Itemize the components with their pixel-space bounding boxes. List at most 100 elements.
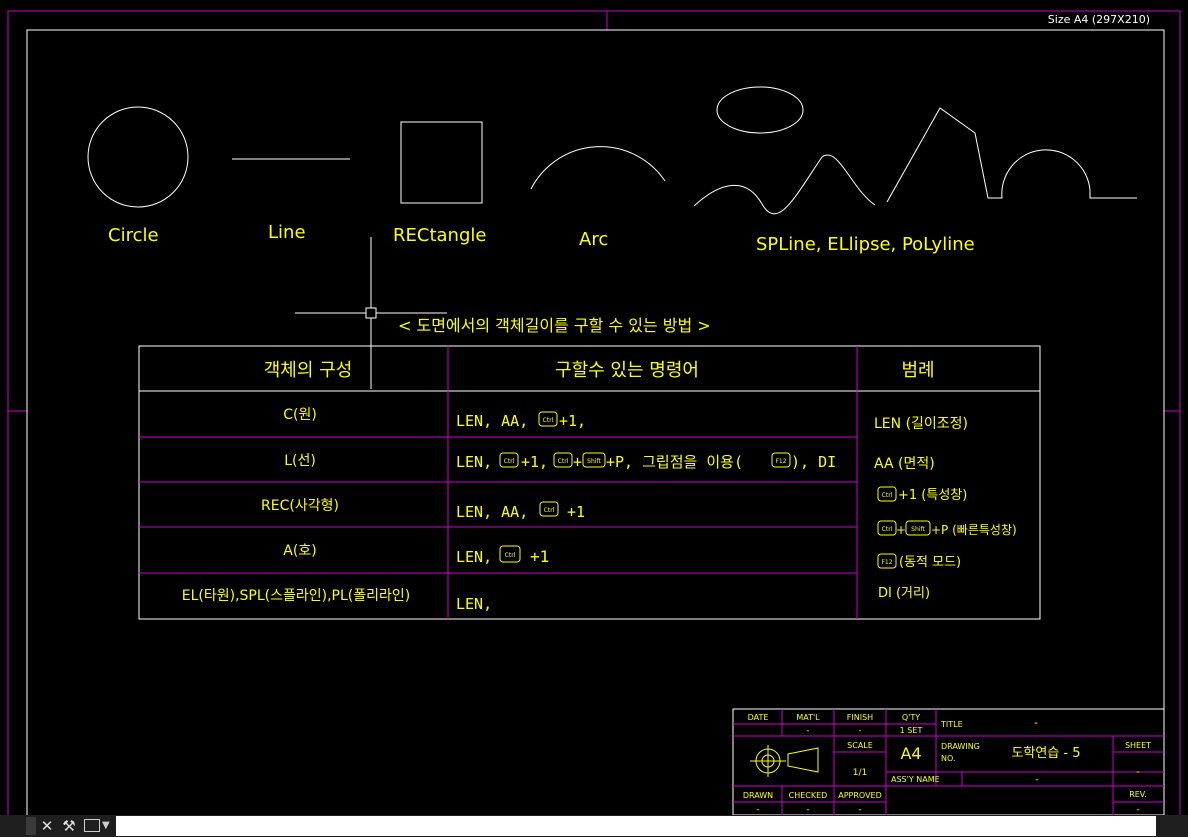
svg-text:Ctrl: Ctrl [505, 552, 516, 559]
header-legend: 범례 [901, 360, 934, 381]
legend-ctrlshiftp: +P (빠른특성창) [931, 523, 1017, 537]
close-icon[interactable]: ✕ [40, 817, 54, 835]
svg-text:Ctrl: Ctrl [882, 492, 893, 499]
row-object-1: C(원) [283, 407, 317, 423]
tb-assy-label: ASS'Y NAME [891, 775, 940, 784]
row3-commands-b: +1 [567, 503, 585, 521]
spline-ellipse-polyline-label: SPLine, ELlipse, PoLyline [756, 234, 975, 255]
spline-shape[interactable] [693, 154, 876, 215]
row3-commands-a: LEN, AA, [456, 503, 528, 521]
f12-key-icon: F12 [877, 553, 897, 569]
tb-scale-value: 1/1 [853, 768, 867, 778]
svg-text:F12: F12 [775, 458, 786, 465]
tb-checked-label: CHECKED [789, 791, 828, 800]
shift-key-icon: Shift [905, 520, 931, 536]
legend-plus: + [896, 523, 906, 537]
row4-commands-b: +1 [530, 547, 549, 566]
row2-commands-b: +1, [521, 453, 548, 471]
tb-assy-value: - [1035, 775, 1038, 785]
tb-size-value: A4 [900, 744, 921, 763]
f12-key-icon: F12 [771, 452, 791, 468]
shift-key-icon: Shift [582, 452, 606, 468]
svg-text:Shift: Shift [911, 526, 925, 533]
polyline-shape[interactable] [886, 107, 1137, 203]
tb-finish-label: FINISH [847, 713, 873, 722]
tb-qty-value: 1 SET [900, 726, 923, 735]
title-block [732, 708, 1165, 816]
arc-label: Arc [579, 229, 608, 250]
circle-shape[interactable] [87, 106, 189, 208]
tb-approved-value: - [858, 805, 861, 815]
ellipse-shape[interactable] [716, 86, 804, 134]
tb-finish-value: - [859, 726, 862, 735]
circle-label: Circle [108, 225, 159, 246]
method-table [138, 345, 1041, 620]
row2-commands-a: LEN, [456, 453, 492, 471]
chevron-down-icon[interactable]: ▼ [102, 820, 110, 831]
tb-title-label: TITLE [940, 720, 963, 729]
tb-sheet-label: SHEET [1125, 741, 1151, 750]
row4-commands-a: LEN, [456, 548, 492, 566]
ctrl-key-icon: Ctrl [877, 520, 897, 536]
tb-drawn-value: - [756, 805, 759, 815]
ctrl-key-icon: Ctrl [539, 501, 559, 517]
tb-matl-value: - [807, 726, 810, 735]
ctrl-key-icon: Ctrl [499, 545, 521, 563]
command-line-end [1158, 815, 1188, 837]
ctrl-key-icon: Ctrl [553, 452, 573, 468]
arc-shape[interactable] [530, 146, 666, 190]
drawing-frame [26, 29, 1165, 831]
sheet-border [7, 10, 1181, 837]
row1-commands-b: +1, [559, 412, 586, 430]
tb-sheet-value: - [1136, 765, 1140, 778]
tb-drawn-label: DRAWN [743, 791, 773, 800]
paper-size-label: Size A4 (297X210) [1048, 13, 1150, 26]
table-title: < 도면에서의 객체길이를 구할 수 있는 방법 > [398, 316, 711, 335]
header-object: 객체의 구성 [264, 360, 353, 381]
row-object-4: A(호) [283, 543, 316, 559]
svg-text:Ctrl: Ctrl [544, 507, 555, 514]
legend-ctrl1: +1 (특성창) [898, 488, 967, 503]
ctrl-key-icon: Ctrl [499, 452, 519, 468]
tb-approved-label: APPROVED [838, 791, 882, 800]
tb-rev-value: - [1136, 805, 1139, 815]
crosshair-cursor [295, 237, 447, 389]
row2-commands-c: +P, 그립점을 이용( [606, 453, 743, 471]
tb-matl-label: MAT'L [796, 713, 820, 722]
tb-no-label: NO. [941, 754, 956, 763]
row1-commands-a: LEN, AA, [456, 412, 528, 430]
drag-handle[interactable] [26, 817, 36, 835]
header-commands: 구할수 있는 명령어 [555, 360, 699, 381]
ctrl-key-icon: Ctrl [538, 411, 558, 427]
tb-rev-label: REV. [1129, 790, 1147, 799]
rectangle-shape[interactable] [400, 121, 483, 204]
row5-commands-a: LEN, [456, 595, 492, 613]
svg-text:F12: F12 [881, 559, 892, 566]
svg-text:Shift: Shift [587, 458, 601, 465]
tb-drawing-no: 도학연습 - 5 [1011, 746, 1080, 761]
tb-checked-value: - [806, 805, 809, 815]
tb-title-value: - [1034, 716, 1038, 729]
row-object-5: EL(타원),SPL(스플라인),PL(폴리라인) [182, 588, 411, 604]
svg-text:Ctrl: Ctrl [558, 458, 569, 465]
tb-date-label: DATE [748, 713, 769, 722]
row-object-3: REC(사각형) [261, 498, 339, 514]
command-prompt-icon[interactable] [84, 819, 100, 832]
wrench-icon[interactable]: ⚒ [62, 817, 76, 835]
legend-aa: AA (면적) [874, 456, 935, 472]
ctrl-key-icon: Ctrl [877, 486, 897, 502]
tb-drawing-label: DRAWING [941, 742, 980, 751]
legend-len: LEN (길이조정) [874, 416, 968, 432]
rectangle-label: RECtangle [393, 225, 486, 246]
legend-di: DI (거리) [878, 586, 930, 601]
svg-text:Ctrl: Ctrl [504, 458, 515, 465]
legend-f12: (동적 모드) [899, 555, 961, 570]
svg-text:Ctrl: Ctrl [882, 526, 893, 533]
tb-scale-label: SCALE [847, 741, 873, 750]
projection-symbol-icon [750, 745, 819, 777]
row2-commands-d: ), DI [791, 453, 836, 471]
line-label: Line [268, 222, 306, 243]
command-input[interactable] [116, 816, 1156, 836]
command-line-bar: ✕ ⚒ ▼ [0, 815, 1188, 837]
